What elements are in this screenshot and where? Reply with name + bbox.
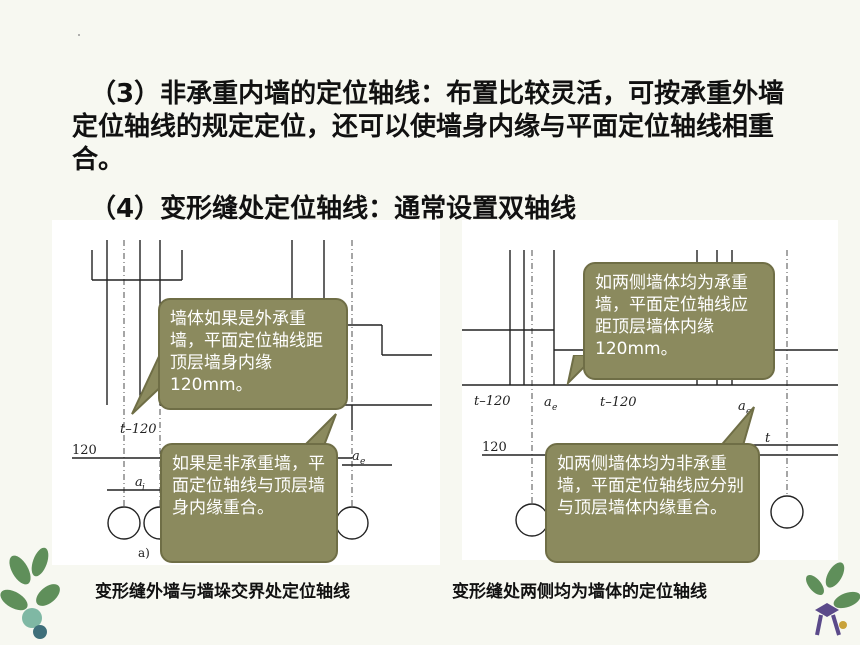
decorative-dot — [78, 34, 80, 36]
label-panel-a: a) — [138, 546, 150, 560]
label-ai: a — [135, 475, 143, 490]
label-120: 120 — [72, 443, 97, 458]
label-ae-sub: e — [360, 457, 365, 467]
label-t-minus-120: t–120 — [120, 422, 157, 437]
callout-nonbearing-wall-a: 如果是非承重墙，平面定位轴线与顶层墙身内缘重合。 — [160, 443, 338, 563]
label-ae-right: a — [738, 399, 746, 414]
label-ai-sub: i — [142, 483, 145, 493]
heading-deformation-joint: （4）变形缝处定位轴线：通常设置双轴线 — [90, 194, 577, 224]
wreath-left-icon — [0, 547, 60, 639]
callout-nonbearing-wall-b: 如两侧墙体均为非承重墙，平面定位轴线应分别与顶层墙体内缘重合。 — [545, 443, 760, 563]
label-t-minus-120-mid: t–120 — [600, 395, 637, 410]
label-120-b: 120 — [482, 440, 507, 455]
label-ae-left: a — [544, 395, 552, 410]
label-ae-left-sub: e — [552, 403, 557, 413]
callout-bearing-wall-b: 如两侧墙体均为承重墙，平面定位轴线应距顶层墙体内缘120mm。 — [583, 262, 775, 380]
wreath-right-icon — [806, 562, 860, 636]
callout-bearing-wall-a: 墙体如果是外承重墙，平面定位轴线距顶层墙身内缘120mm。 — [158, 298, 348, 410]
caption-figure-b: 变形缝处两侧均为墙体的定位轴线 — [452, 582, 707, 602]
label-ae: a — [352, 449, 360, 464]
label-t-minus-120-left: t–120 — [474, 394, 511, 409]
label-t: t — [765, 431, 771, 446]
caption-figure-a: 变形缝外墙与墙垛交界处定位轴线 — [95, 582, 350, 602]
callout-b2-pointer — [718, 406, 755, 449]
heading-nonbearing-wall: （3）非承重内墙的定位轴线：布置比较灵活，可按承重外墙定位轴线的规定定位，还可以… — [72, 79, 785, 175]
